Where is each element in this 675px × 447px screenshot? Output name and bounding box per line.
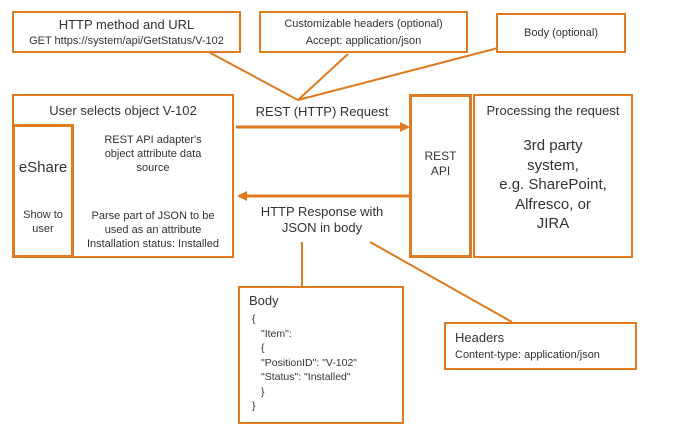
customizable-headers-title: Customizable headers (optional) xyxy=(284,18,443,30)
headers-content-type: Content-type: application/json xyxy=(455,349,600,361)
http-method-box: HTTP method and URL GET https://system/a… xyxy=(12,11,241,53)
json-line: "Status": "Installed" xyxy=(261,371,351,383)
connector-headers-box xyxy=(369,241,513,323)
json-line: { xyxy=(252,313,256,325)
headers-box: Headers Content-type: application/json xyxy=(444,322,637,370)
third-party-system-box: Processing the request 3rd party system,… xyxy=(473,94,633,258)
body-optional-box: Body (optional) xyxy=(496,13,626,53)
body-optional-title: Body (optional) xyxy=(524,27,598,39)
json-line: { xyxy=(261,342,265,354)
parse-label: Parse part of JSON to be used as an attr… xyxy=(86,210,220,250)
adapter-label: REST API adapter's object attribute data… xyxy=(104,134,202,174)
eshare-label: eShare xyxy=(18,159,68,176)
rest-api-label: REST API xyxy=(424,149,457,178)
body-json-box: Body { "Item": { "PositionID": "V-102" "… xyxy=(238,286,404,424)
connector-body-opt xyxy=(297,47,499,101)
third-party-system-label: 3rd party system, e.g. SharePoint, Alfre… xyxy=(499,137,607,232)
json-line: } xyxy=(252,400,256,412)
eshare-box: eShare Show to user xyxy=(12,124,74,258)
body-json-content: { "Item": { "PositionID": "V-102" "Statu… xyxy=(252,312,357,414)
request-label: REST (HTTP) Request xyxy=(255,104,389,119)
connector-method xyxy=(204,49,299,101)
user-selects-label: User selects object V-102 xyxy=(49,103,197,118)
response-label: HTTP Response with JSON in body xyxy=(260,204,384,236)
connector-headers-opt xyxy=(297,53,349,101)
rest-api-box: REST API xyxy=(409,94,472,258)
show-to-user-label: Show to user xyxy=(23,209,63,235)
http-method-title: HTTP method and URL xyxy=(58,17,195,32)
http-method-url: GET https://system/api/GetStatus/V-102 xyxy=(29,35,224,47)
processing-label: Processing the request xyxy=(486,103,620,118)
body-json-title: Body xyxy=(249,293,279,308)
json-line: "Item": xyxy=(261,327,292,340)
json-line: } xyxy=(261,385,265,398)
headers-title: Headers xyxy=(455,330,505,345)
json-line: "PositionID": "V-102" xyxy=(261,356,358,369)
customizable-headers-detail: Accept: application/json xyxy=(305,35,422,47)
customizable-headers-box: Customizable headers (optional) Accept: … xyxy=(259,11,468,53)
